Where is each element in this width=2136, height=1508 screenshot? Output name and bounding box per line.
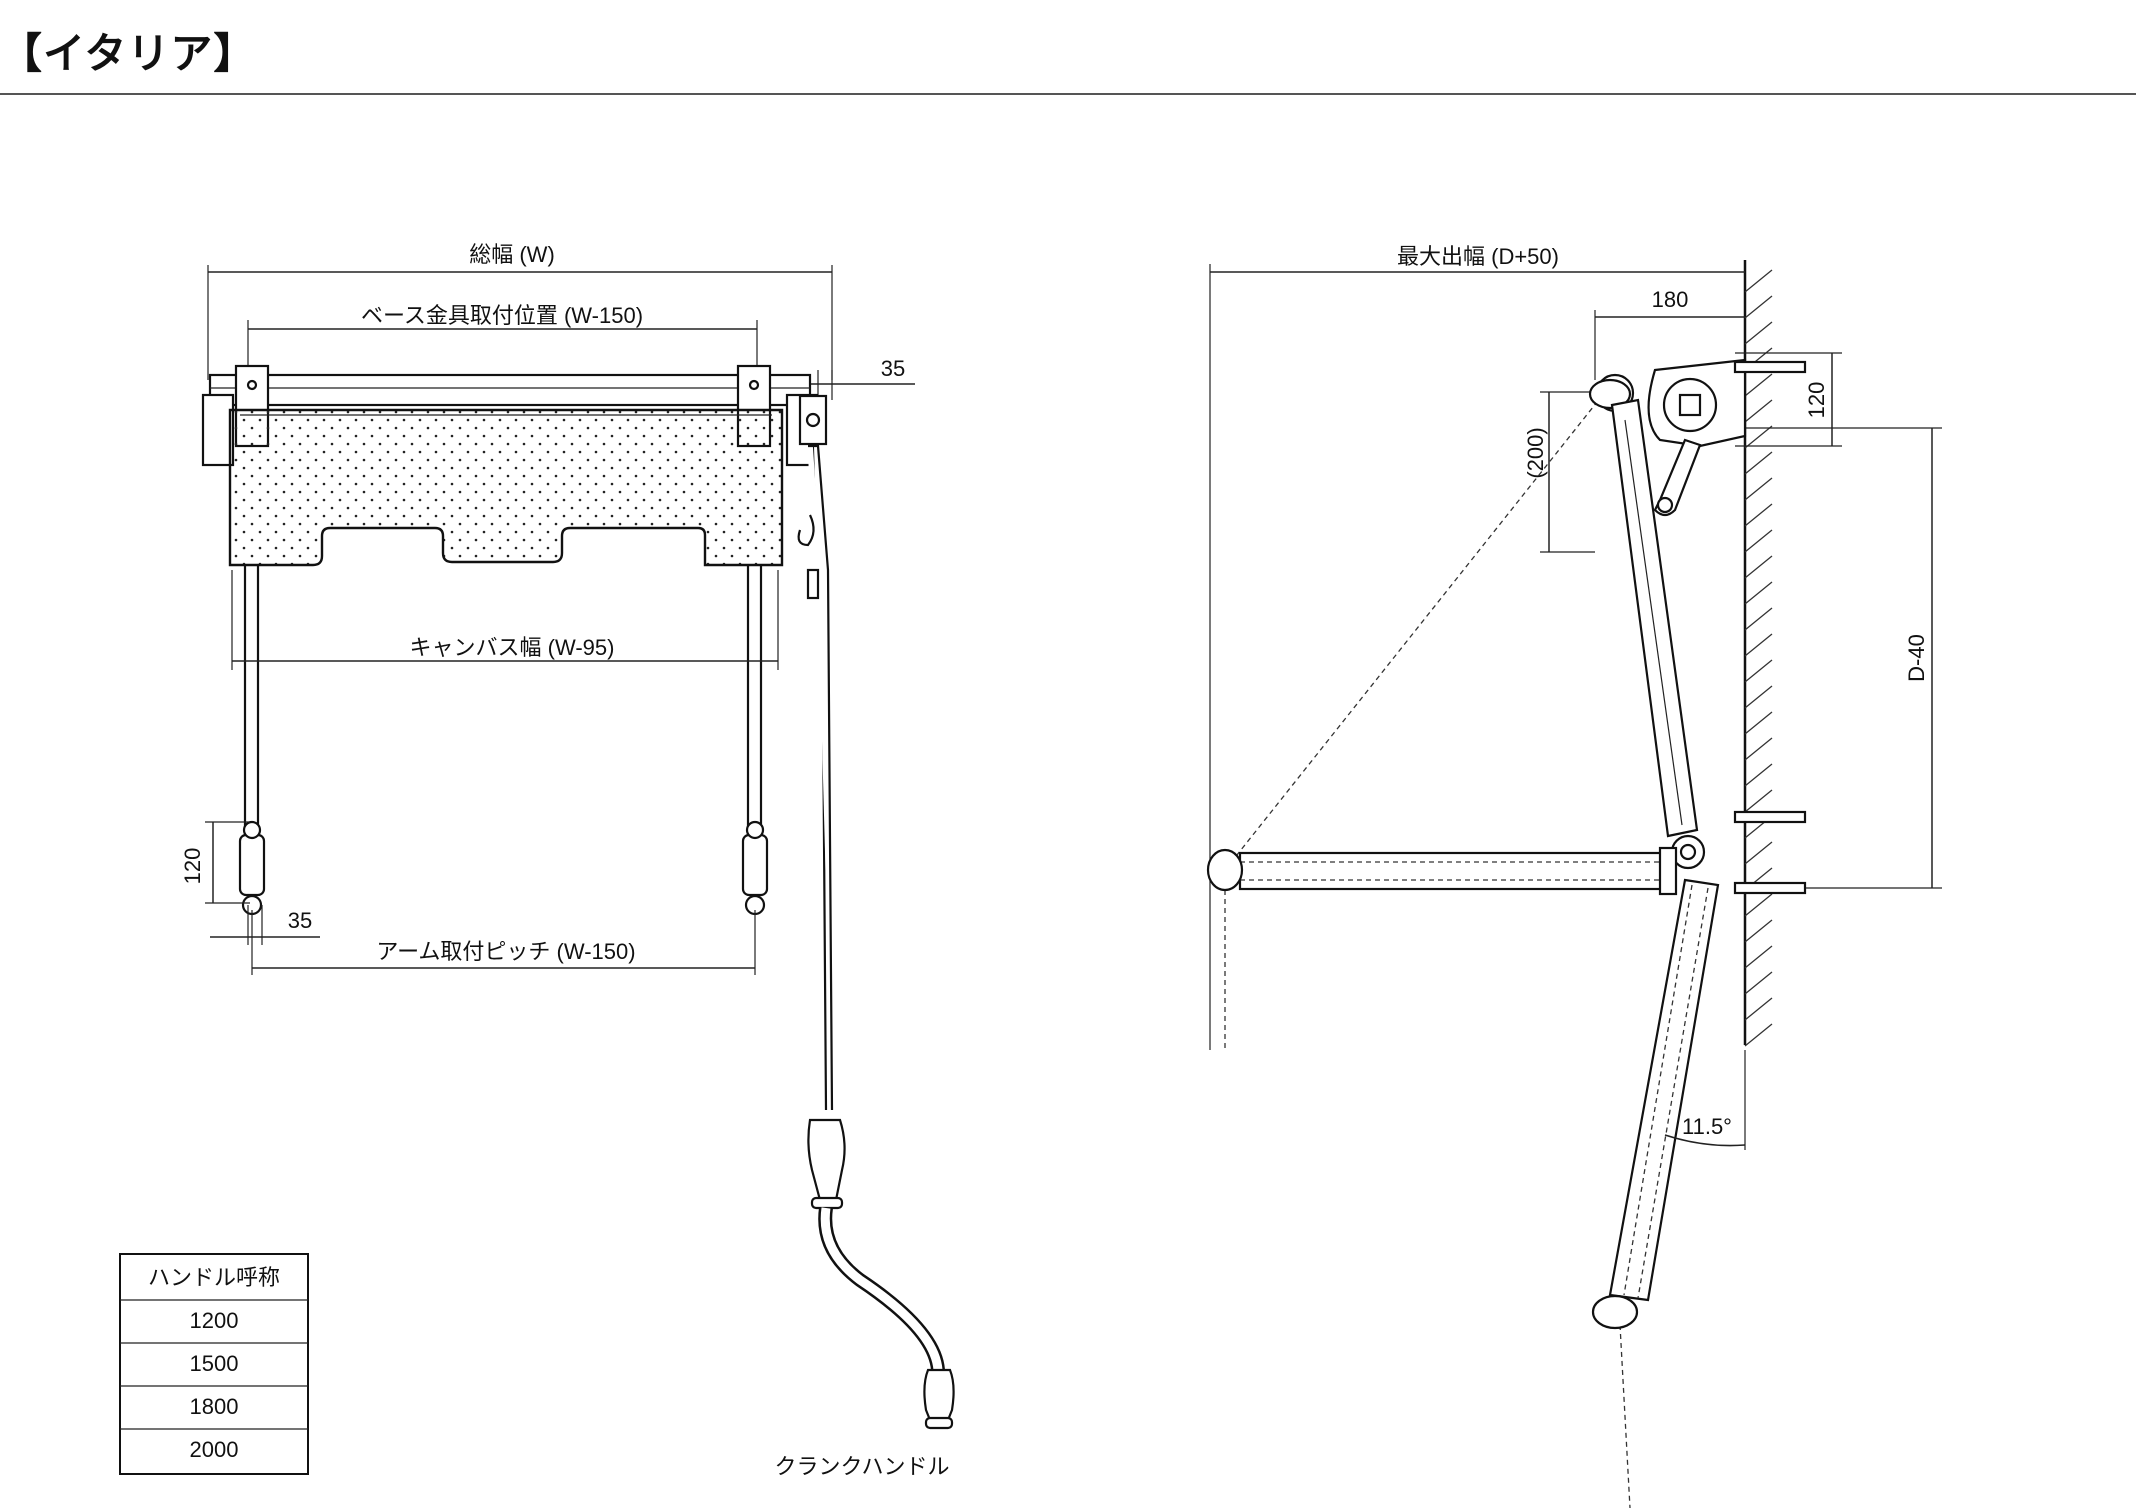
wall-hatch-line [1744,1023,1773,1047]
handle-table: ハンドル呼称 1200 1500 1800 2000 [119,1253,309,1475]
wall-hatch-line [1744,529,1773,553]
max-projection-dimension: 最大出幅 (D+50) [1209,244,1745,1050]
arm-height-label: 120 [180,848,205,885]
wall-hatch-line [1744,581,1773,605]
wall-hatch-line [1744,971,1773,995]
wall-hatch-line [1744,555,1773,579]
wall-hatch-line [1744,685,1773,709]
offset-bottom-label: 35 [288,908,312,933]
wall-hatch-line [1744,295,1773,319]
angle-label: 11.5° [1682,1114,1732,1139]
wall-hatch-line [1744,373,1773,397]
handle-table-header: ハンドル呼称 [148,1265,280,1290]
wall-hatch-line [1744,321,1773,345]
max-projection-label: 最大出幅 (D+50) [1397,244,1559,269]
wall-hatch [1744,269,1773,1047]
upper-arm [1610,398,1699,838]
horizontal-arm [1206,846,1678,896]
wall-hatch-line [1744,659,1773,683]
canvas-valance [228,408,784,567]
wall-hatch-line [1744,269,1773,293]
handle-table-row: 1500 [190,1351,239,1376]
height-200-dimension: (200) [1523,391,1600,553]
wall-hatch-line [1744,893,1773,917]
depth-180-label: 180 [1652,287,1689,312]
right-arm [741,565,769,916]
wall-hatch-line [1744,789,1773,813]
base-bracket-label: ベース金具取付位置 (W-150) [361,303,643,328]
total-width-dimension: 総幅 (W) [207,242,833,380]
side-view: 最大出幅 (D+50) 180 120 (200) D-40 [1206,244,1942,1508]
left-end-cap [201,393,235,467]
page-title: 【イタリア】 [0,30,257,77]
depth-180-dimension: 180 [1594,287,1745,380]
mounting-bracket [1588,358,1747,517]
offset-top-dimension: 35 [800,356,915,400]
offset-bottom-dimension: 35 [210,905,320,945]
lower-arm [1591,878,1720,1330]
height-120-label: 120 [1804,382,1829,419]
wall-hatch-line [1744,997,1773,1021]
wall-hatch-line [1744,711,1773,735]
wall-hatch-line [1744,607,1773,631]
total-width-label: 総幅 (W) [469,242,555,267]
left-arm [238,565,266,916]
wall-hatch-line [1744,451,1773,475]
front-bar [208,373,812,407]
wall-hatch-line [1744,945,1773,969]
angle-dimension: 11.5° [1664,1050,1746,1150]
arm-height-dimension: 120 [180,821,250,904]
crank-handle: クランクハンドル [775,444,955,1479]
wall-hatch-line [1744,919,1773,943]
depth-d40-label: D-40 [1904,634,1929,682]
canvas-width-dimension: キャンバス幅 (W-95) [231,570,779,670]
arm-pitch-dimension: アーム取付ピッチ (W-150) [251,910,756,975]
offset-top-label: 35 [881,356,905,381]
wall-hatch-line [1744,633,1773,657]
handle-table-row: 1800 [190,1394,239,1419]
wall-hatch-line [1744,425,1773,449]
wall-hatch-line [1744,477,1773,501]
front-view: 総幅 (W) ベース金具取付位置 (W-150) 35 [180,242,955,1479]
wall-screws [1733,360,1807,895]
arm-pitch-label: アーム取付ピッチ (W-150) [376,939,635,964]
handle-table-row: 2000 [190,1437,239,1462]
base-bracket-dimension: ベース金具取付位置 (W-150) [247,303,758,370]
title-divider [0,93,2136,95]
wall-hatch-line [1744,503,1773,527]
handle-table-row: 1200 [190,1308,239,1333]
wall-hatch-line [1744,399,1773,423]
wall-hatch-line [1744,763,1773,787]
wall-hatch-line [1744,841,1773,865]
wall-hatch-line [1744,737,1773,761]
crank-handle-label: クランクハンドル [775,1454,950,1479]
height-200-label: (200) [1523,427,1548,478]
canvas-width-label: キャンバス幅 (W-95) [410,635,615,660]
height-120-dimension: 120 [1735,352,1842,447]
